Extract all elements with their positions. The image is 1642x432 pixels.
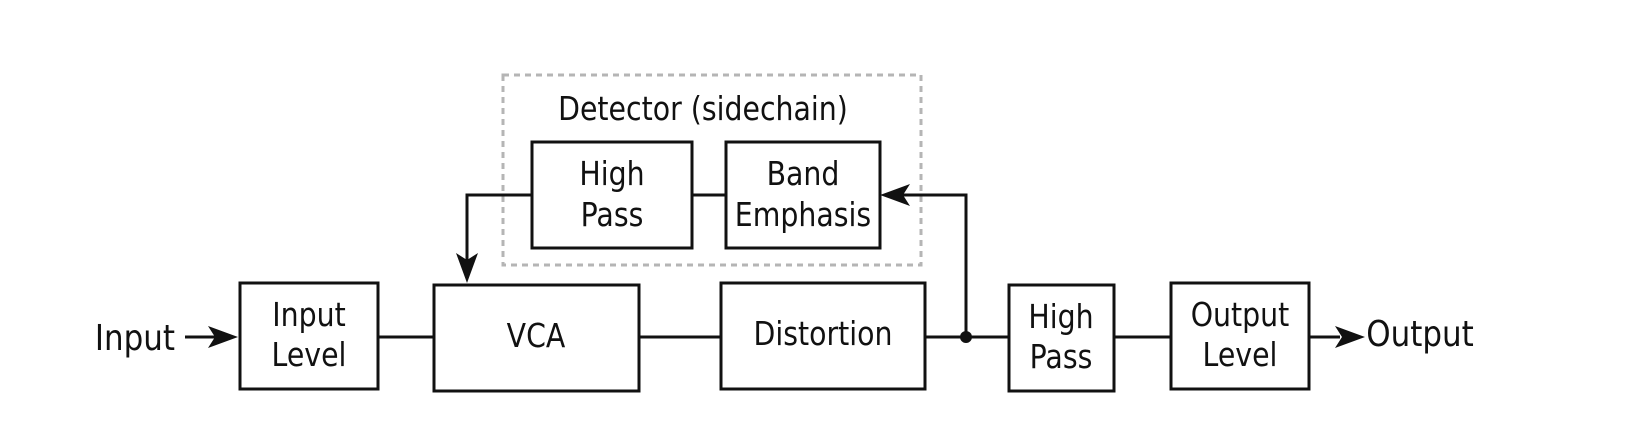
- wire-sidechain-tap: [900, 193, 968, 337]
- input-level-label-line2: Level: [272, 336, 347, 375]
- output-level-label-line2: Level: [1203, 336, 1278, 375]
- detector-high-pass-label-line1: High: [579, 155, 644, 194]
- input-level-label-line1: Input: [272, 296, 345, 335]
- distortion-box: [719, 281, 927, 391]
- input-label: Input: [95, 317, 175, 359]
- band-emphasis-label-line2: Emphasis: [735, 196, 871, 235]
- wire-detector-to-vca: [465, 193, 532, 265]
- band-emphasis-box: [724, 140, 882, 250]
- output-level-label-line1: Output: [1191, 296, 1290, 335]
- vca-box: [432, 283, 641, 393]
- input-arrow-icon: [208, 326, 238, 348]
- vca-control-arrow-icon: [456, 253, 478, 283]
- sidechain-arrow-icon: [880, 184, 910, 206]
- distortion-block: Distortion: [719, 281, 927, 391]
- vca-block: VCA: [432, 283, 641, 393]
- high-pass-block: High Pass: [1007, 283, 1116, 393]
- vca-label: VCA: [507, 317, 566, 356]
- distortion-label: Distortion: [754, 315, 893, 354]
- detector-group: Detector (sidechain): [501, 73, 923, 267]
- band-emphasis-block: Band Emphasis: [724, 140, 882, 250]
- detector-group-border: [501, 73, 923, 267]
- detector-high-pass-block: High Pass: [530, 140, 694, 250]
- output-level-block: Output Level: [1169, 281, 1311, 391]
- junction-dot-icon: [960, 331, 972, 343]
- output-level-box: [1169, 281, 1311, 391]
- band-emphasis-label-line1: Band: [767, 155, 840, 194]
- input-level-box: [238, 281, 380, 391]
- detector-high-pass-box: [530, 140, 694, 250]
- arrowheads: [208, 184, 1365, 348]
- detector-group-title: Detector (sidechain): [558, 90, 848, 129]
- output-arrow-icon: [1335, 326, 1365, 348]
- high-pass-label-line1: High: [1028, 298, 1093, 337]
- output-label: Output: [1366, 313, 1474, 355]
- high-pass-box: [1007, 283, 1116, 393]
- detector-high-pass-label-line2: Pass: [581, 196, 644, 235]
- high-pass-label-line2: Pass: [1030, 338, 1093, 377]
- input-level-block: Input Level: [238, 281, 380, 391]
